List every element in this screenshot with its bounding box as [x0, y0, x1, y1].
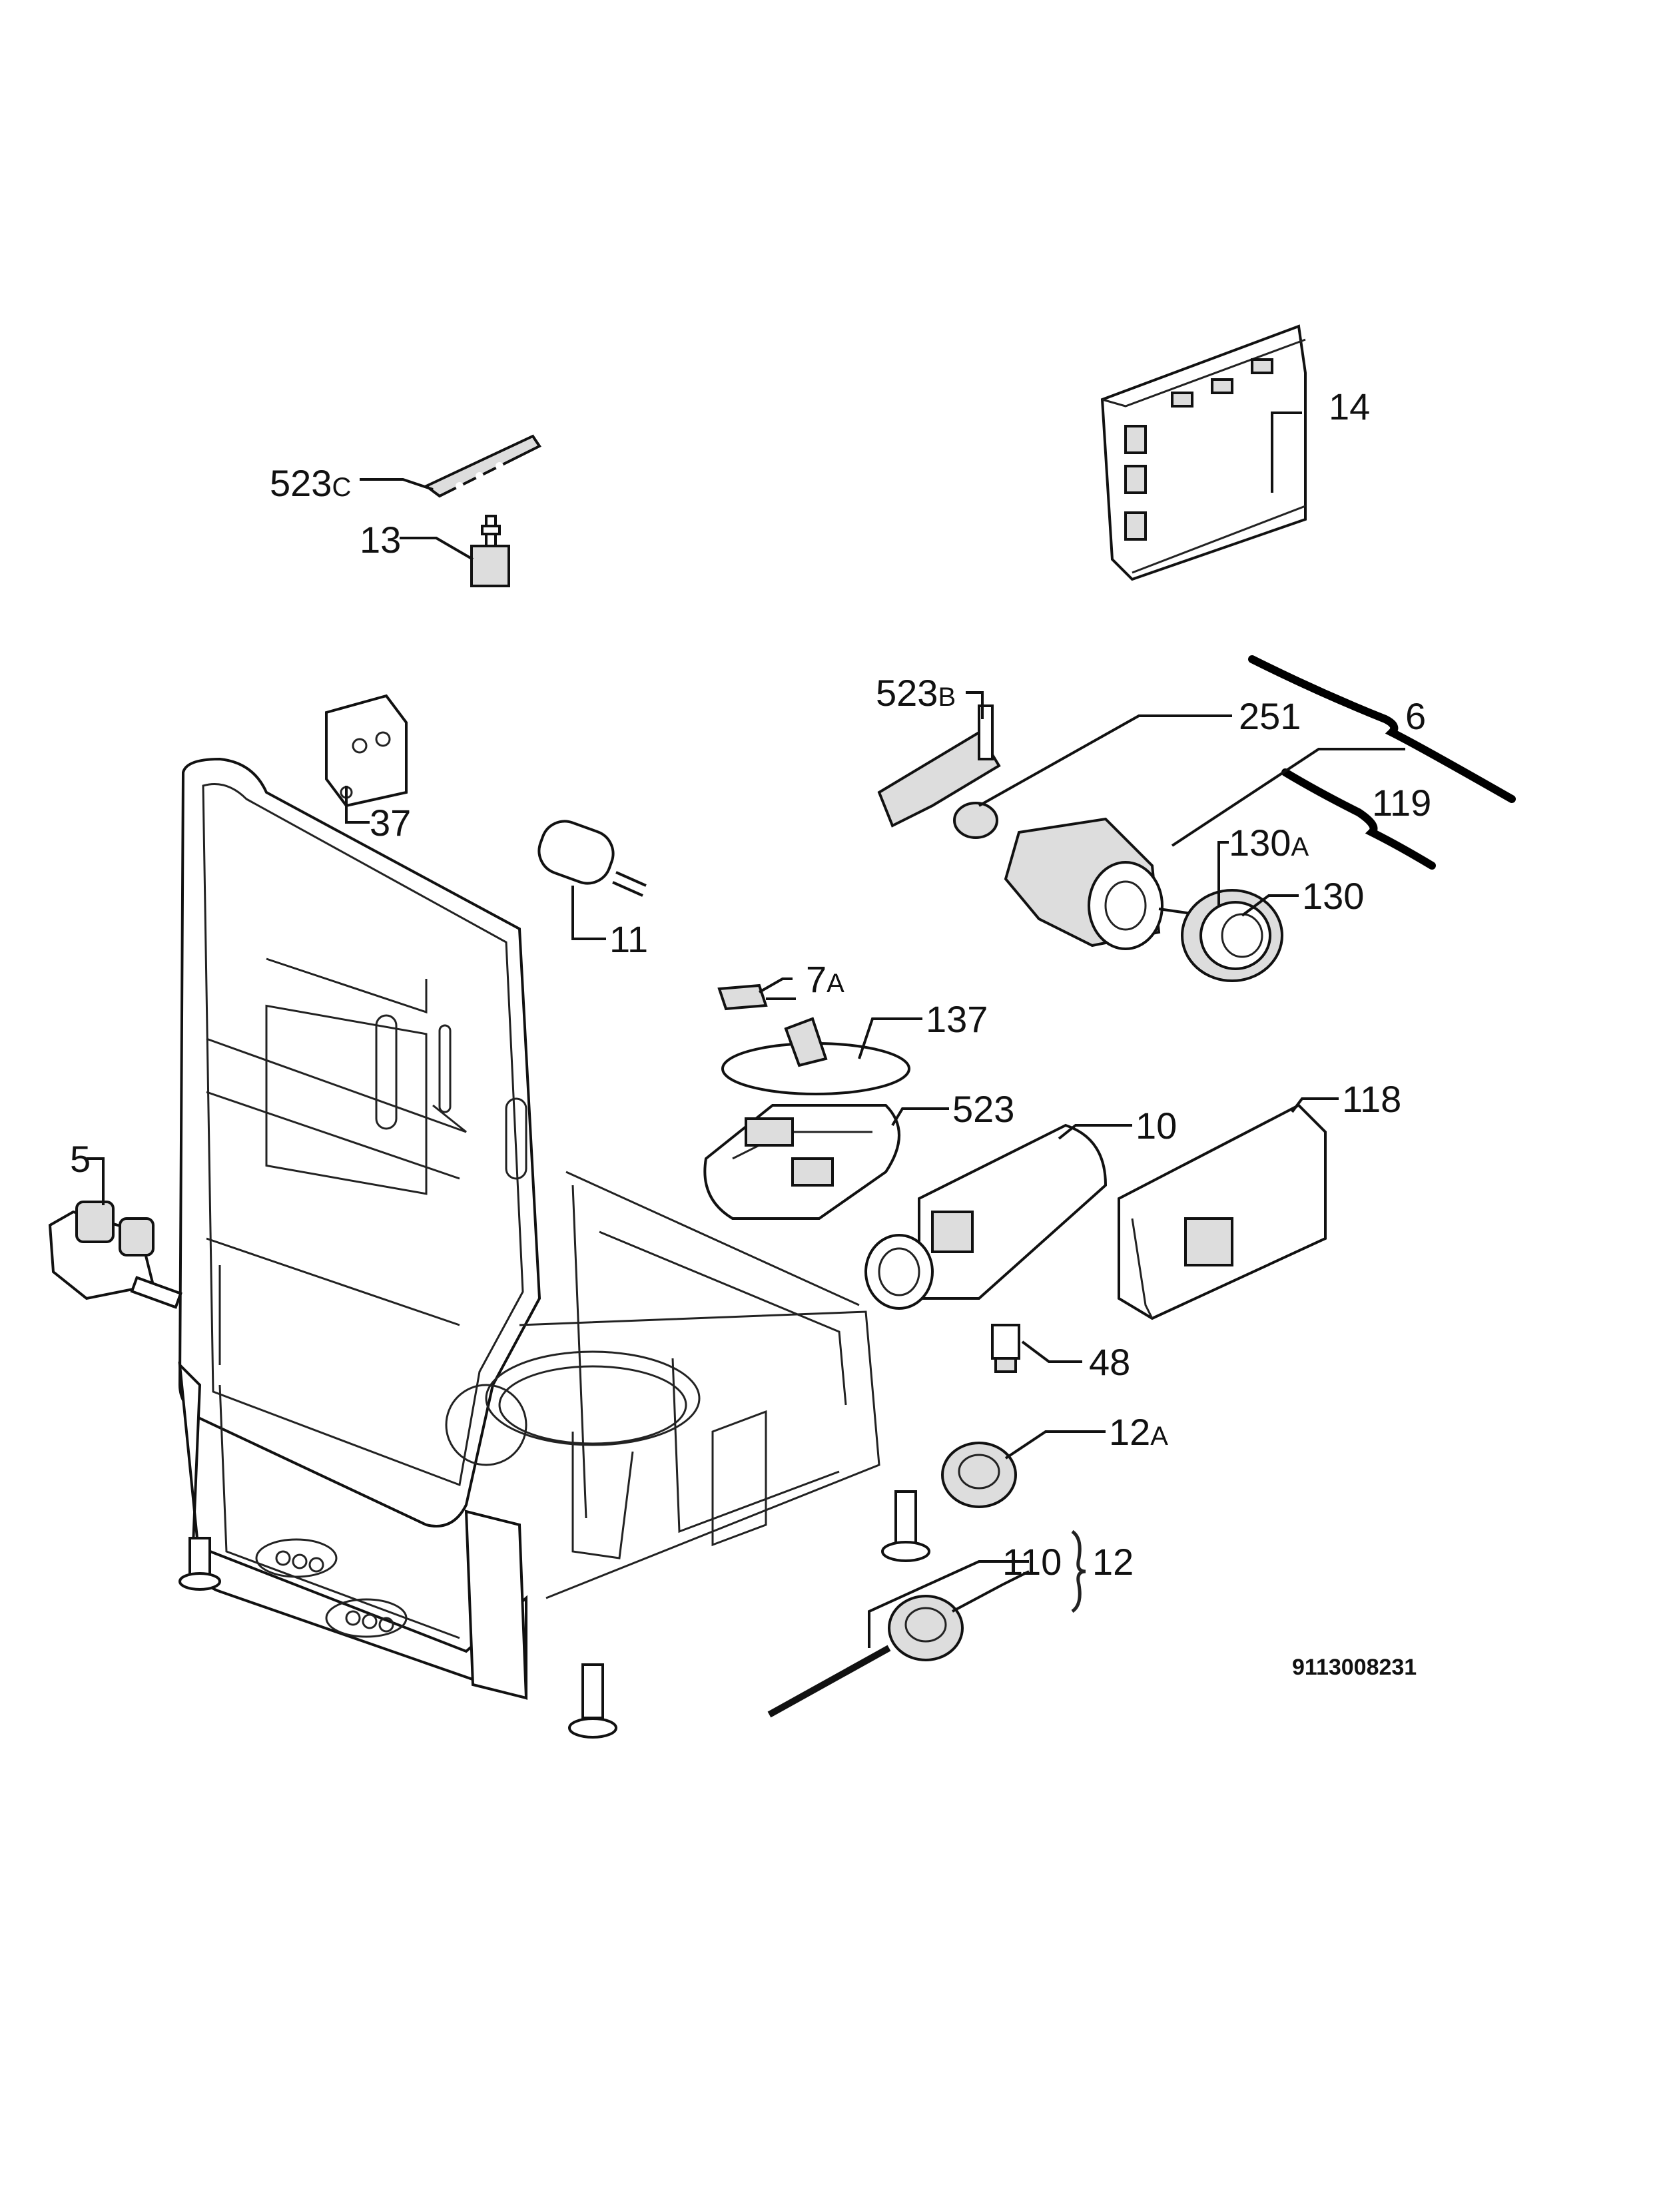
part-523-sump-housing [703, 1104, 900, 1220]
callout-13: 13 [360, 519, 401, 561]
part-523c-bracket [424, 434, 541, 498]
callout-37: 37 [370, 802, 411, 844]
brace-119 [1281, 768, 1436, 870]
callout-130: 130 [1302, 875, 1364, 917]
part-523b-bracket [877, 704, 1001, 828]
callout-118: 118 [1342, 1078, 1401, 1120]
part-12-pressure-switch [767, 1595, 964, 1718]
callout-130a: 130A [1229, 822, 1309, 864]
brace-12 [1071, 1529, 1086, 1613]
part-130-impeller [1181, 889, 1283, 982]
callout-14: 14 [1329, 386, 1370, 427]
callout-10: 10 [1136, 1105, 1177, 1147]
part-37-cover [325, 694, 408, 808]
part-5-inlet-valve [48, 1201, 182, 1309]
document-number: 9113008231 [1292, 1655, 1417, 1680]
brace-6 [1248, 655, 1516, 803]
callout-523c: 523C [270, 462, 351, 504]
callout-251: 251 [1239, 695, 1301, 737]
part-137-float [721, 1017, 910, 1095]
callout-5: 5 [70, 1138, 91, 1180]
part-14-control-module [1100, 324, 1307, 581]
part-13-switch [470, 515, 510, 587]
dishwasher-frame [178, 757, 930, 1739]
callout-7a: 7A [806, 958, 844, 1000]
part-12a-pressure-switch [941, 1442, 1017, 1508]
part-7a-sensor [717, 983, 796, 1011]
callout-12a: 12A [1109, 1411, 1168, 1453]
callout-110: 110 [1002, 1541, 1062, 1583]
callout-12: 12 [1092, 1541, 1134, 1583]
part-10-heater [864, 1123, 1108, 1310]
callout-137: 137 [926, 998, 988, 1040]
part-11-capacitor [537, 820, 647, 897]
part-118-dispenser [1118, 1103, 1327, 1320]
part-48-sensor [991, 1324, 1020, 1373]
callout-119: 119 [1372, 782, 1431, 824]
part-251-cap [953, 802, 998, 839]
callout-11: 11 [609, 918, 648, 960]
callout-523: 523 [952, 1088, 1014, 1130]
callout-6: 6 [1405, 695, 1426, 737]
callout-48: 48 [1089, 1341, 1130, 1383]
leader-lines [87, 412, 1405, 1648]
part-6-circulation-pump [1004, 817, 1206, 950]
callout-523b: 523B [876, 672, 956, 714]
